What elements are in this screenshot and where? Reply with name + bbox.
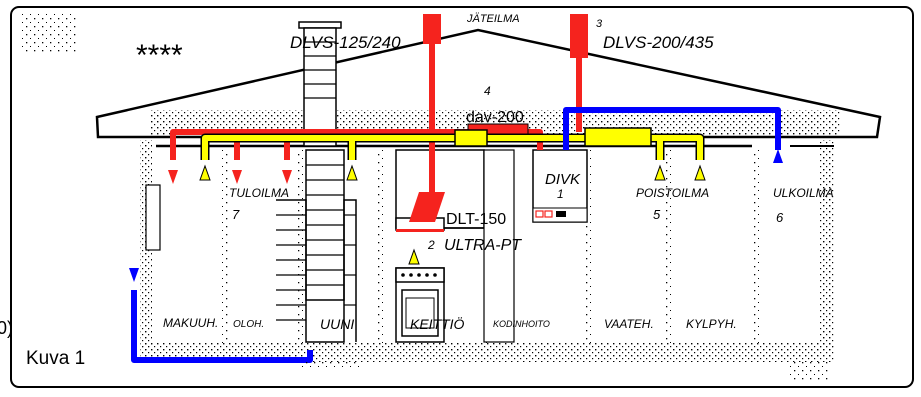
dlvs-200-label: DLVS-200/435: [603, 33, 714, 52]
ulkoilma-label: ULKOILMA: [773, 186, 834, 200]
wall-kylpyh: [666, 148, 672, 343]
cooker-hood-red-strip: [396, 229, 444, 232]
divk-indicators: [535, 210, 566, 218]
extract-ducts-fill: [202, 135, 703, 160]
extract-silencer-right: [584, 127, 652, 147]
figure-caption: Kuva 1: [26, 348, 85, 369]
poistoilma-label: POISTOILMA: [636, 186, 709, 200]
chimney-bricks: [304, 41, 336, 99]
kitchen-cabinet: [395, 149, 485, 229]
wall-vaateh: [585, 148, 591, 343]
dav-200-label: dav-200: [466, 109, 524, 126]
floor-dots-right: [790, 360, 830, 380]
extract-silencer-left: [454, 129, 488, 147]
outdoor-ducts: [131, 107, 781, 363]
tuloilma-label: TULOILMA: [229, 186, 289, 200]
ultra-pt-label: ULTRA-PT: [444, 237, 522, 254]
chimney-cap: [298, 21, 342, 29]
figure-frame: [10, 6, 914, 388]
window-frame: [145, 184, 161, 251]
supply-arrows: [168, 170, 292, 184]
fireplace-base-bricks: [276, 214, 356, 321]
room-keittio: KEITTIÖ: [410, 315, 465, 332]
room-makuuh: MAKUUH.: [163, 316, 218, 330]
number-6: 6: [776, 210, 784, 225]
dlvs-125-label: DLVS-125/240: [290, 33, 401, 52]
outer-wall-right: [820, 140, 834, 350]
floor-slab: [140, 342, 834, 362]
room-kodinhoito: KODINHOITO: [493, 319, 550, 329]
number-3: 3: [596, 18, 603, 30]
outdoor-arrows: [129, 149, 783, 282]
floor-outlet-dots: [300, 362, 360, 370]
oven-window: [405, 297, 435, 329]
wall-ulkoilma: [752, 148, 760, 343]
divk-label: DIVK: [545, 171, 581, 188]
roof-outline: [95, 28, 882, 139]
fireplace-base: [276, 199, 357, 343]
supply-top-right: [570, 14, 588, 58]
dlt-150-label: DLT-150: [446, 211, 506, 228]
jateilma-label: JÄTEILMA: [466, 13, 520, 25]
dlt-150-hood: [409, 192, 445, 222]
room-kylpyh: KYLPYH.: [686, 317, 737, 331]
dotted-texture: [20, 14, 78, 54]
supply-top-left: [423, 14, 441, 44]
fireplace-bricks: [306, 164, 344, 286]
room-vaateh: VAATEH.: [604, 317, 654, 331]
room-uuni: UUNI: [320, 316, 354, 332]
number-1: 1: [557, 187, 564, 201]
stars-label: ****: [136, 39, 183, 72]
number-7: 7: [232, 207, 240, 222]
wall-keittio: [378, 148, 386, 343]
chimney-upper: [303, 27, 337, 147]
wall-makuuh-oloh: [222, 148, 230, 343]
fridge: [483, 149, 515, 343]
clipped-edge-text: 0): [0, 318, 13, 338]
number-4: 4: [484, 84, 491, 98]
extract-arrows: [199, 164, 706, 265]
number-2: 2: [427, 238, 435, 252]
room-oloh: OLOH.: [233, 319, 264, 330]
stove-knobs: [401, 273, 437, 277]
number-5: 5: [653, 207, 661, 222]
